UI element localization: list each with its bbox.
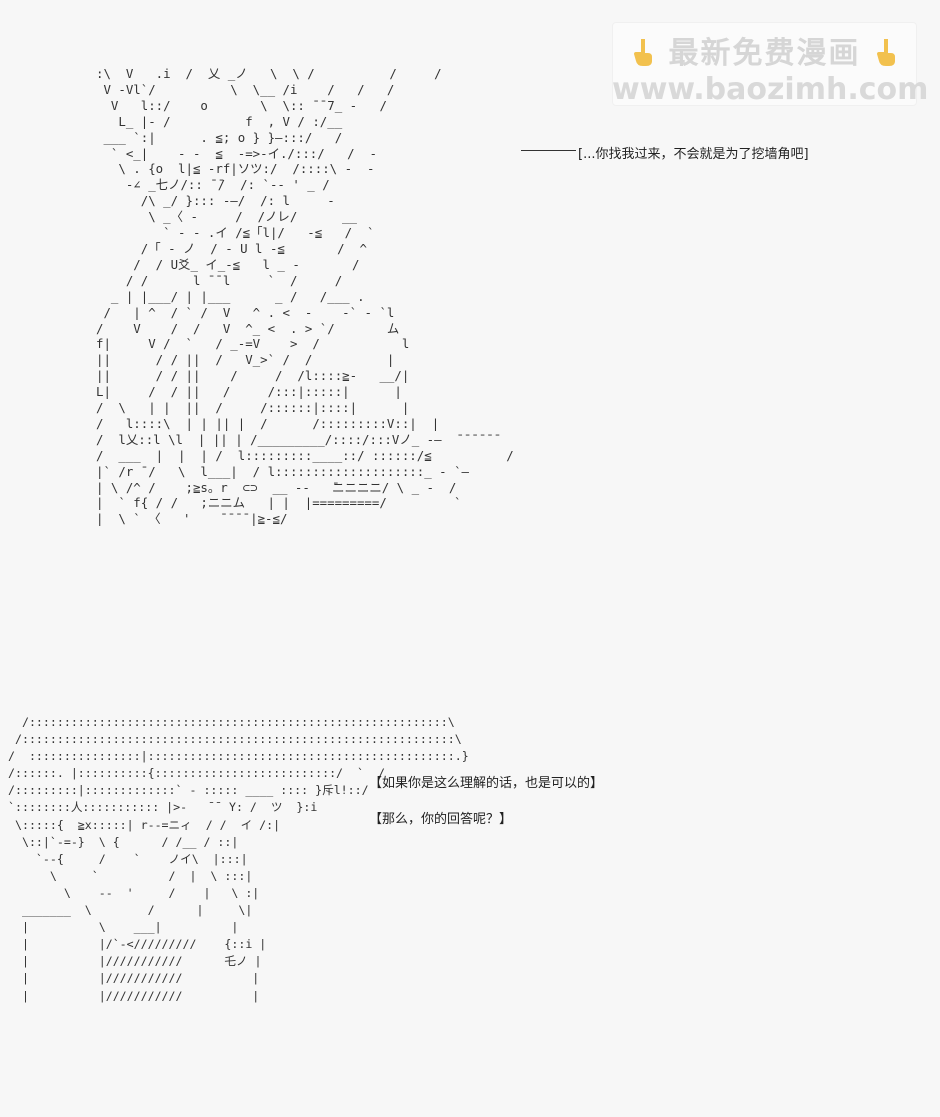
pointing-hand-icon bbox=[876, 39, 895, 66]
dialogue-line-2: 【如果你是这么理解的话，也是可以的】 bbox=[369, 776, 604, 791]
ascii-art-figure-bottom: /:::::::::::::::::::::::::::::::::::::::… bbox=[8, 715, 469, 1003]
watermark-title: 最新免费漫画 bbox=[668, 36, 861, 71]
dialogue-line-1: [...你找我过来，不会就是为了挖墙角吧] bbox=[578, 147, 809, 162]
speech-connector-line bbox=[521, 150, 576, 151]
dialogue-line-3: 【那么，你的回答呢？】 bbox=[369, 812, 513, 827]
ascii-art-figure-top: :\ V .i / 乂 _ノ \ \ / / / V -Vl`/ \ \__ /… bbox=[96, 66, 514, 527]
watermark: 最新免费漫画 www.baozimh.com bbox=[612, 22, 929, 107]
pointing-hand-icon bbox=[634, 39, 653, 66]
watermark-title-row: 最新免费漫画 bbox=[612, 28, 917, 72]
watermark-url: www.baozimh.com bbox=[612, 72, 929, 107]
